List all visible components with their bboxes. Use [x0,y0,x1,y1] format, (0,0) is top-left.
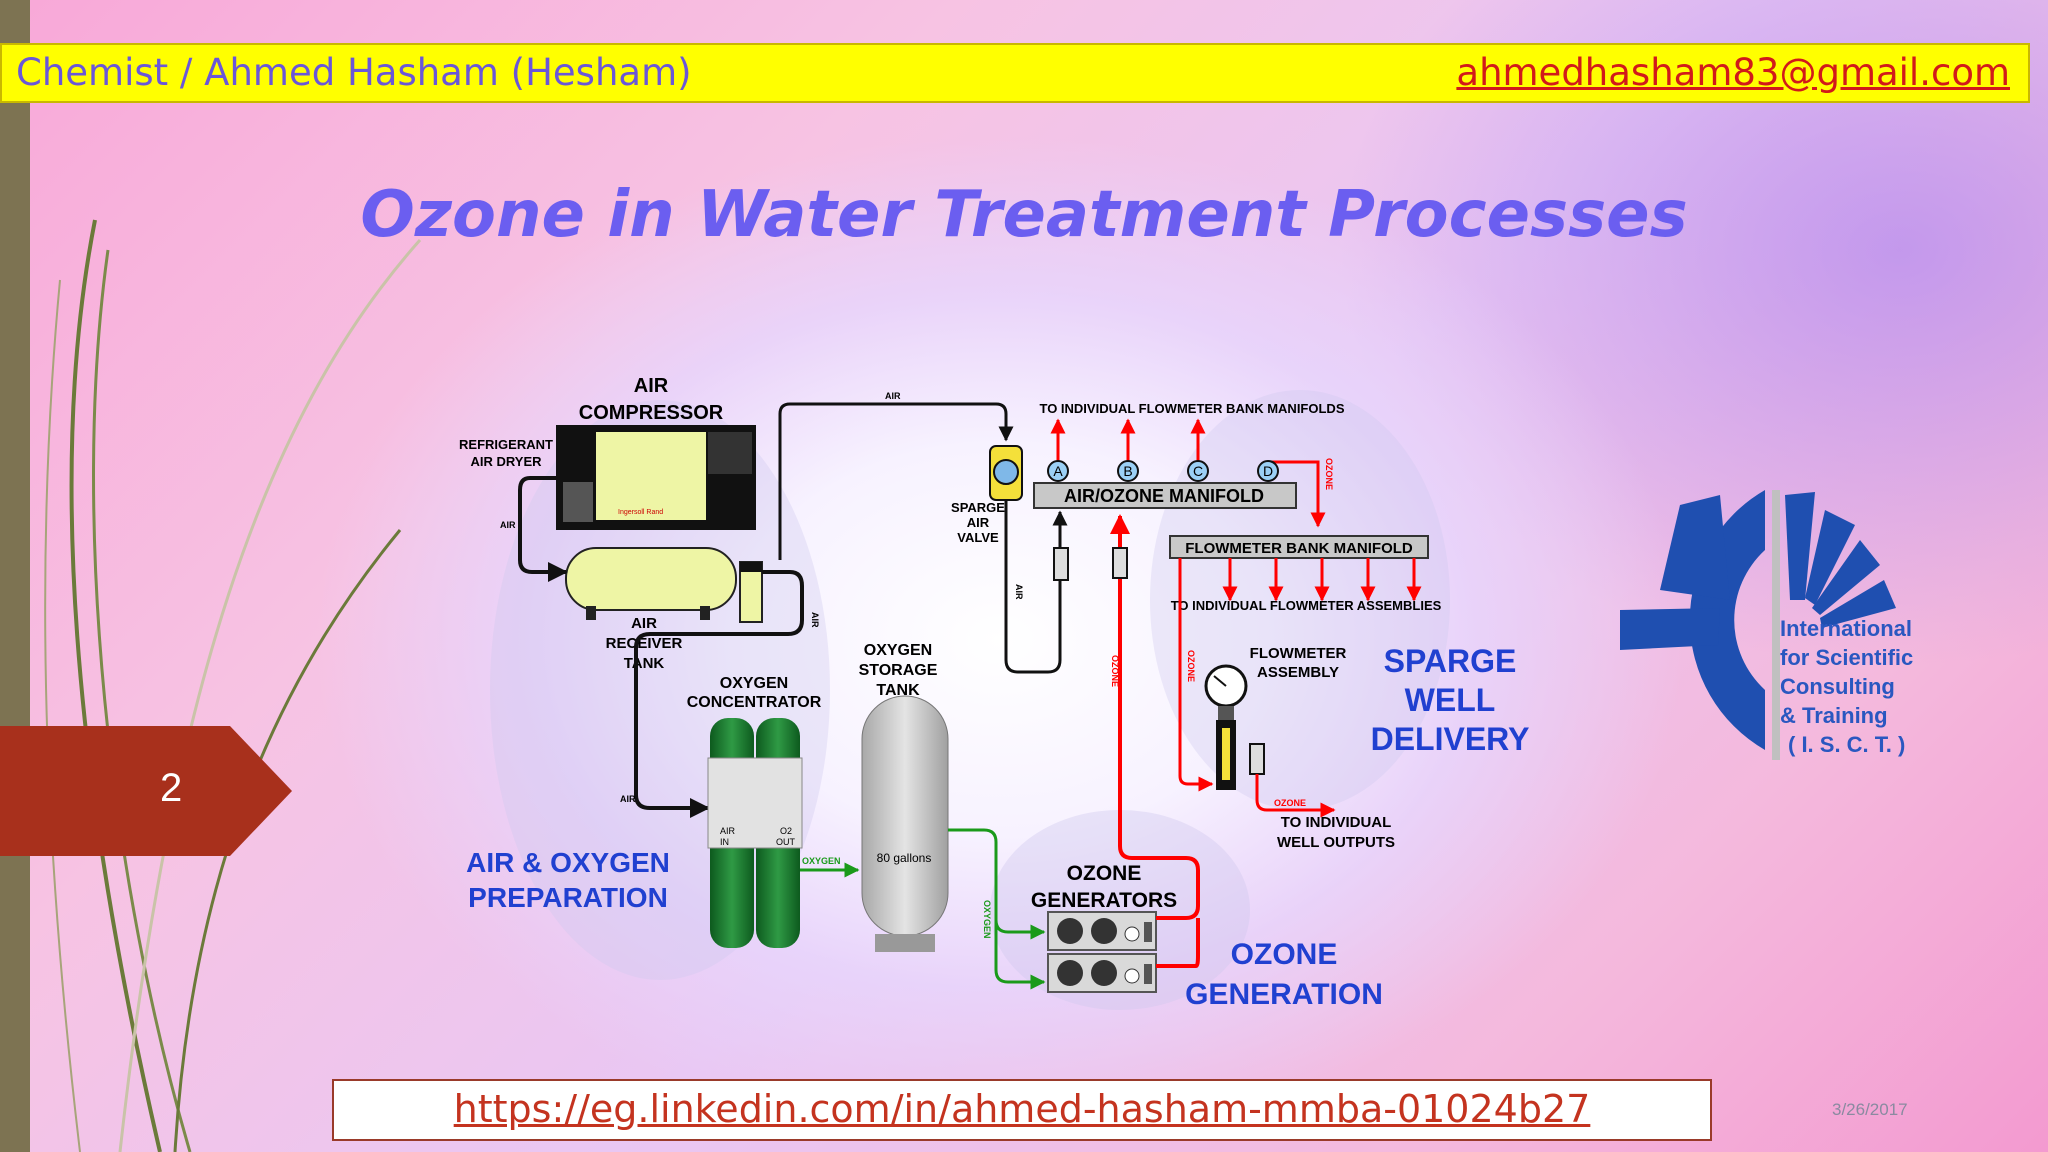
receiver-label-2: RECEIVER [606,635,683,652]
page-number: 2 [160,766,183,810]
section-gen-1: OZONE [1231,938,1338,971]
generators-label-1: OZONE [1067,862,1142,885]
sparge-valve-label-2: AIR [967,515,990,530]
slide-date: 3/26/2017 [1832,1100,1908,1119]
ozone-line-label-4: OZONE [1274,798,1306,808]
left-accent-bar [0,0,30,1152]
port-a: A [1047,460,1069,482]
flowmeter-assembly-label-1: FLOWMETER [1250,645,1347,662]
dryer-label-1: REFRIGERANT [459,437,553,452]
port-d: D [1257,460,1279,482]
compressor-brand: Ingersoll Rand [618,509,663,516]
manifold-label: AIR/OZONE MANIFOLD [1064,486,1264,506]
section-prep-1: AIR & OXYGEN [466,847,670,878]
ozone-generators [1047,911,1157,993]
concentrator-o2-out-2: OUT [776,837,796,847]
air-line-label-1: AIR [500,520,516,530]
section-sparge-2: WELL [1405,682,1496,718]
to-assemblies-label: TO INDIVIDUAL FLOWMETER ASSEMBLIES [1171,598,1442,613]
logo-line-4: & Training [1780,703,1888,728]
svg-text:B: B [1123,463,1132,479]
oxygen-storage-tank [861,695,949,952]
concentrator-label-2: CONCENTRATOR [687,694,822,711]
flowmeter-bank-manifold [1169,535,1429,559]
oxygen-line-label-1: OXYGEN [802,856,841,866]
flowmeter-assembly-label-2: ASSEMBLY [1257,664,1339,681]
header-bar: Chemist / Ahmed Hasham (Hesham) ahmedhas… [0,43,2030,103]
concentrator-label-1: OXYGEN [720,675,788,692]
receiver-label-1: AIR [631,615,657,632]
storage-label-3: TANK [876,682,920,699]
flowmeter-bank-label: FLOWMETER BANK MANIFOLD [1185,540,1413,557]
sparge-valve-label-1: SPARGE [951,500,1005,515]
generators-label-2: GENERATORS [1031,889,1177,912]
author-name: Chemist / Ahmed Hasham (Hesham) [16,51,692,94]
compressor-label-2: COMPRESSOR [579,402,724,424]
air-line-label-4: AIR [885,391,901,401]
page-number-tag [0,726,292,856]
svg-text:D: D [1263,463,1273,479]
oxygen-line-label-2: OXYGEN [982,900,992,939]
receiver-label-3: TANK [624,655,665,672]
linkedin-link[interactable]: https://eg.linkedin.com/in/ahmed-hasham-… [453,1087,1591,1131]
port-b: B [1117,460,1139,482]
storage-capacity: 80 gallons [877,851,932,865]
section-prep-2: PREPARATION [468,882,668,913]
air-ozone-manifold [1033,482,1297,509]
concentrator-air-in-1: AIR [720,826,736,836]
ozone-line-label-3: OZONE [1186,650,1196,682]
air-line-label-3: AIR [620,794,636,804]
section-gen-2: GENERATION [1185,978,1383,1011]
isct-logo: International for Scientific Consulting … [1620,490,1913,760]
flowmeter-assembly [1204,664,1265,790]
sparge-valve-label-3: VALVE [957,530,999,545]
svg-text:C: C [1193,463,1203,479]
concentrator-air-in-2: IN [720,837,729,847]
oxygen-concentrator [707,718,803,948]
air-line-label-2: AIR [810,612,820,628]
to-wells-label-1: TO INDIVIDUAL [1281,814,1392,831]
ozone-line-label-1: OZONE [1110,655,1120,687]
port-c: C [1187,460,1209,482]
section-sparge-3: DELIVERY [1371,721,1530,757]
email-link[interactable]: ahmedhasham83@gmail.com [1456,51,2010,94]
logo-line-1: International [1780,616,1912,641]
logo-line-5: ( I. S. C. T. ) [1788,732,1905,757]
section-sparge-1: SPARGE [1384,643,1517,679]
logo-line-3: Consulting [1780,674,1895,699]
storage-label-2: STORAGE [859,662,938,679]
dryer-label-2: AIR DRYER [470,454,542,469]
compressor-label-1: AIR [634,375,669,397]
ozone-line-label-2: OZONE [1324,458,1334,490]
logo-line-2: for Scientific [1780,645,1913,670]
concentrator-o2-out-1: O2 [780,826,792,836]
storage-label-1: OXYGEN [864,642,932,659]
linkedin-box: https://eg.linkedin.com/in/ahmed-hasham-… [332,1079,1712,1141]
svg-text:A: A [1053,463,1063,479]
air-line-label-5: AIR [1014,584,1024,600]
to-wells-label-2: WELL OUTPUTS [1277,834,1395,851]
air-compressor: Ingersoll Rand [556,425,763,623]
slide-title: Ozone in Water Treatment Processes [360,178,1688,252]
sparge-air-valve [989,445,1023,501]
to-manifolds-label: TO INDIVIDUAL FLOWMETER BANK MANIFOLDS [1039,401,1344,416]
